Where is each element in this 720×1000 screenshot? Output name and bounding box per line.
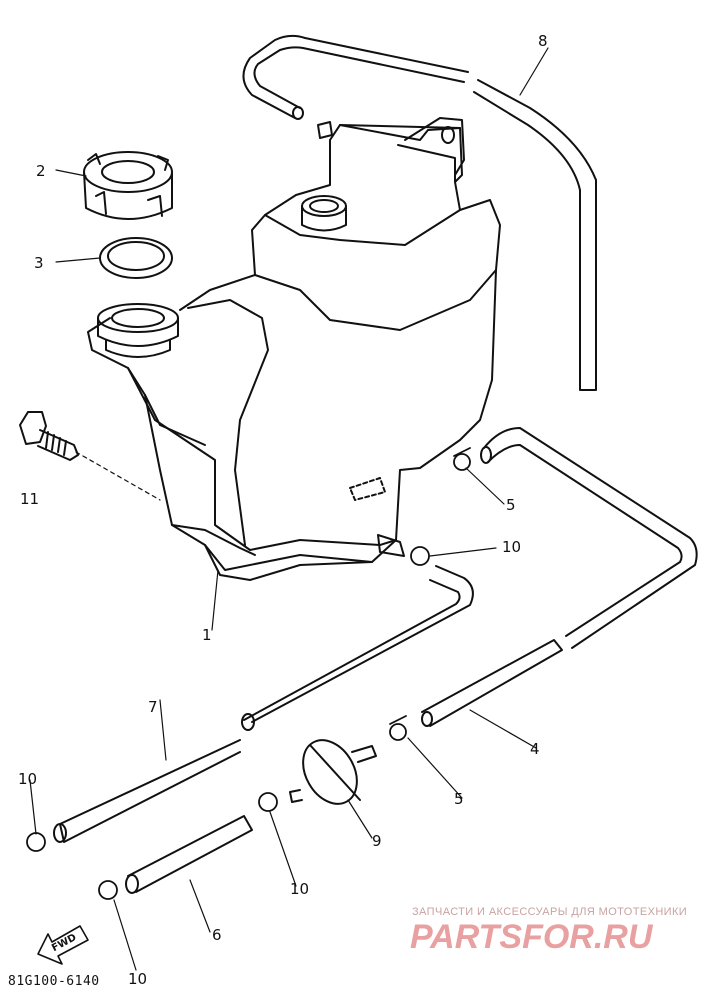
- callout-1: 1: [202, 626, 212, 644]
- callout-11: 11: [20, 490, 40, 508]
- reservoir-tank: [87, 117, 501, 581]
- hose-6: [125, 815, 253, 894]
- callout-2: 2: [36, 162, 46, 180]
- check-valve: [289, 739, 377, 805]
- hose-8: [242, 34, 597, 391]
- callout-4: 4: [530, 740, 540, 758]
- callout-10-left: 10: [18, 770, 38, 788]
- callout-8: 8: [538, 32, 548, 50]
- callout-7: 7: [148, 698, 158, 716]
- leader-lines: [29, 47, 549, 971]
- callout-10-valve: 10: [290, 880, 310, 898]
- filler-cap: [83, 151, 173, 220]
- watermark-logo: PARTSFOR.RU: [410, 918, 654, 956]
- callout-5-lower: 5: [454, 790, 464, 808]
- diagram-code: 81G100-6140: [8, 974, 100, 989]
- callout-3: 3: [34, 254, 44, 272]
- hose-7: [53, 565, 474, 843]
- mounting-bolt: [19, 411, 161, 501]
- hose-4: [421, 427, 698, 727]
- callout-5-upper: 5: [506, 496, 516, 514]
- forward-arrow: FWD: [37, 925, 89, 965]
- callout-10-bottom: 10: [128, 970, 148, 988]
- watermark-tagline: ЗАПЧАСТИ И АКСЕССУАРЫ ДЛЯ МОТОТЕХНИКИ: [412, 906, 688, 918]
- svg-text:PARTSFOR.RU: PARTSFOR.RU: [410, 918, 654, 956]
- callout-10-outlet: 10: [502, 538, 522, 556]
- callout-6: 6: [212, 926, 222, 944]
- callout-9: 9: [372, 832, 382, 850]
- cap-gasket: [99, 237, 173, 279]
